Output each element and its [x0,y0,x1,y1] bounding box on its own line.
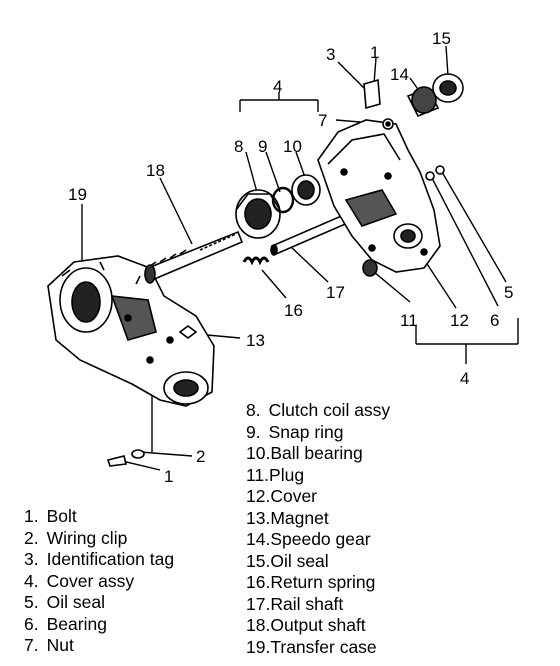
bolt-part [106,455,127,467]
wiring-clip-part [131,449,145,459]
callout-3: 3 [326,45,335,64]
speedo-gear-part [406,86,440,118]
legend-item-19: 19.Transfer case [246,636,377,657]
callout-17: 17 [326,283,345,302]
legend-right-column: 8.Clutch coil assy 9.Snap ring 10.Ball b… [246,400,390,658]
callout-15: 15 [432,29,451,48]
rail-shaft-part [270,212,352,256]
ball-bearing-part [291,174,321,206]
legend-item-17: 17.Rail shaft [246,593,344,614]
legend-item-1: 1.Bolt [24,506,77,526]
legend-item-6: 6.Bearing [24,613,107,634]
legend-item-3: 3.Identification tag [24,549,175,569]
callout-12: 12 [450,311,469,330]
callout-8: 8 [234,137,243,156]
legend-item-15: 15.Oil seal [246,550,329,571]
callout-1: 1 [370,43,379,62]
legend-item-4: 4.Cover assy [24,570,135,591]
legend-item-7: 7.Nut [24,635,74,655]
snap-ring-part [271,186,295,214]
leader-lines [81,45,519,471]
return-spring-part [242,256,270,266]
callout-4: 4 [273,77,282,96]
legend-item-2: 2.Wiring clip [24,527,128,548]
top-oil-seal-part [432,73,464,103]
legend-item-14: 14.Speedo gear [246,529,371,549]
callout-9: 9 [258,137,267,156]
parts [47,73,464,467]
callout-19: 19 [68,185,87,204]
callout-13: 13 [246,331,265,350]
legend-item-12: 12.Cover [246,486,318,506]
callout-labels: 3 1 15 14 4 7 8 9 10 18 19 17 16 13 11 1… [68,29,513,486]
identification-tag-part [363,78,381,110]
callout-5: 5 [504,283,513,302]
bearing-part [425,171,435,181]
callout-16: 16 [284,301,303,320]
callout-4-lower: 4 [460,369,469,388]
callout-2: 2 [196,447,205,466]
output-shaft-part [144,230,244,284]
cover-assy-part [317,119,441,273]
legend-item-5: 5.Oil seal [24,592,105,612]
legend-item-10: 10.Ball bearing [246,443,363,463]
nut-part [382,118,394,130]
legend-left-column: 1.Bolt 2.Wiring clip 3.Identification ta… [24,506,174,657]
callout-11: 11 [400,311,418,330]
transfer-case-part [47,255,215,407]
legend-item-16: 16.Return spring [246,572,376,592]
callout-1-lower: 1 [164,467,173,486]
callout-6: 6 [490,311,499,330]
legend-item-11: 11.Plug [246,464,305,485]
clutch-coil-part [235,189,281,239]
legend-item-8: 8.Clutch coil assy [246,400,391,420]
legend-item-9: 9.Snap ring [246,421,344,442]
legend-item-18: 18.Output shaft [246,615,366,635]
callout-7: 7 [318,111,327,130]
oil-seal-part [435,165,445,175]
plug-part [362,259,378,277]
legend-item-13: 13.Magnet [246,507,329,528]
callout-10: 10 [283,137,302,156]
magnet-part [178,325,198,339]
callout-14: 14 [390,65,409,84]
callout-18: 18 [146,161,165,180]
